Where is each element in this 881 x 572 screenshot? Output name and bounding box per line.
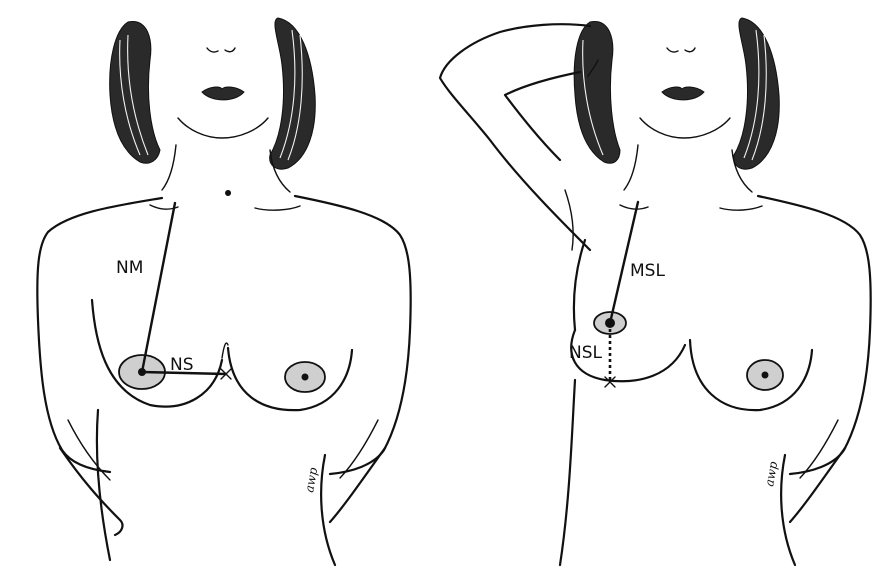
label-nm: NM [116, 258, 143, 278]
label-ns: NS [170, 355, 194, 375]
left-nose [207, 48, 235, 52]
left-mouth [202, 87, 244, 100]
right-hair-left [574, 22, 620, 164]
label-nsl: NSL [569, 343, 603, 363]
left-torso-outline [37, 198, 162, 472]
right-signature: awp [762, 460, 780, 487]
right-figure: MSL NSL awp [440, 18, 871, 565]
left-signature: awp [302, 466, 320, 493]
left-figure: NM NS awp [37, 18, 410, 565]
left-breast-left [92, 300, 222, 407]
right-raised-arm [440, 24, 590, 250]
label-msl: MSL [630, 261, 665, 281]
nm-line [142, 203, 175, 372]
right-mouth [662, 87, 704, 100]
right-nose [667, 48, 695, 52]
